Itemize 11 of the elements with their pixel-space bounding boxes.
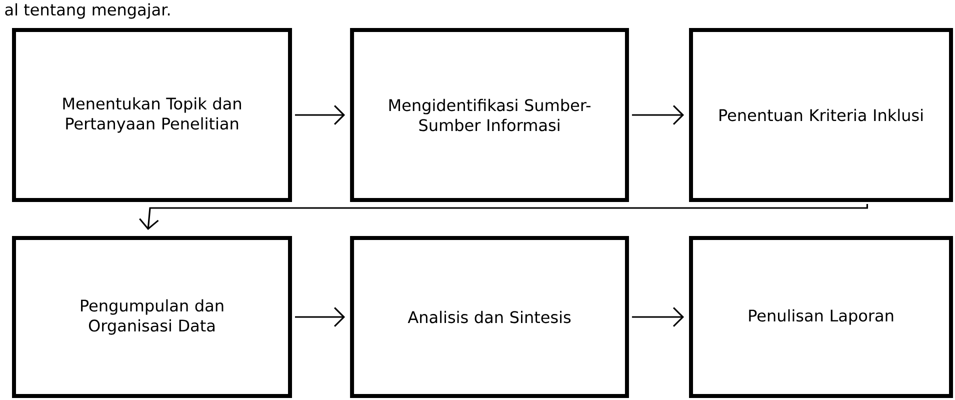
arrow <box>632 307 684 327</box>
arrow <box>295 307 346 327</box>
process-box: Menentukan Topik dan Pertanyaan Penelitian <box>12 28 292 202</box>
arrow <box>295 105 346 125</box>
process-box: Analisis dan Sintesis <box>350 236 629 398</box>
process-box: Pengumpulan dan Organisasi Data <box>12 236 292 398</box>
process-box: Penulisan Laporan <box>689 236 954 398</box>
process-box: Penentuan Kriteria Inklusi <box>689 28 954 202</box>
process-box: Mengidentifikasi Sumber-Sumber Informasi <box>350 28 629 202</box>
arrow <box>632 105 684 125</box>
arrow <box>139 203 868 230</box>
